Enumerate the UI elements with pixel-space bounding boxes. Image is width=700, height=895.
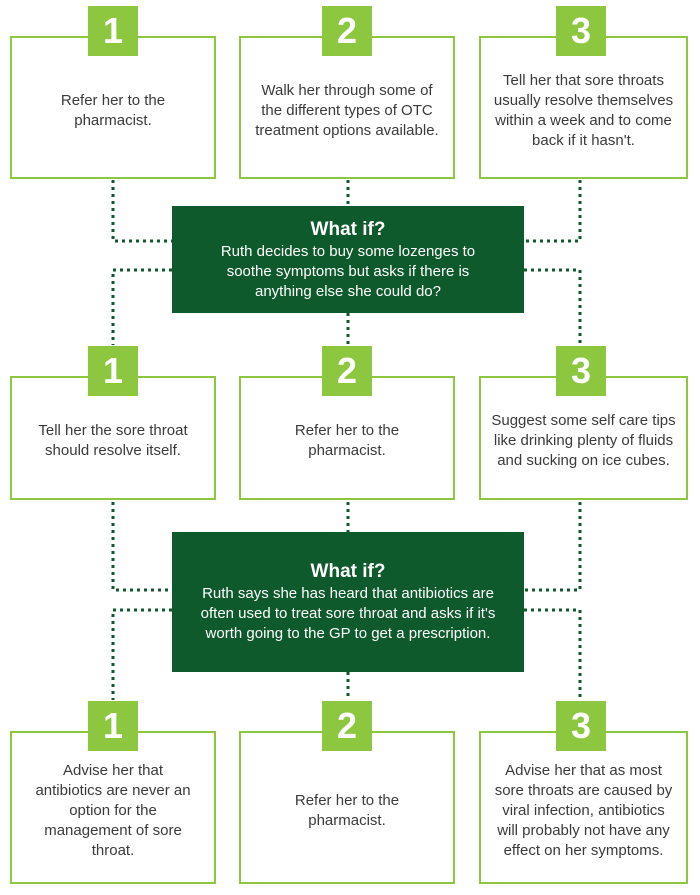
connector (524, 268, 582, 345)
what-if-title: What if? (310, 561, 386, 582)
option-box: Refer her to the pharmacist. (239, 376, 455, 500)
option-number-badge: 3 (556, 346, 606, 396)
option-box: Suggest some self care tips like drinkin… (479, 376, 688, 500)
option-text: Refer her to the pharmacist. (294, 422, 400, 459)
option-box: Refer her to the pharmacist. (239, 731, 455, 884)
option-text: Refer her to the pharmacist. (60, 91, 166, 129)
what-if-title: What if? (310, 218, 386, 240)
connector (524, 502, 582, 592)
option-number-badge: 2 (322, 701, 372, 751)
option-number-badge: 1 (88, 701, 138, 751)
option-text: Refer her to the pharmacist. (294, 791, 400, 829)
connector (111, 608, 172, 700)
option-box: Tell her the sore throat should resolve … (10, 376, 216, 500)
option-text: Tell her that sore throats usually resol… (493, 71, 674, 149)
option-text: Advise her that antibiotics are never an… (35, 761, 191, 859)
option-box: Refer her to the pharmacist. (10, 36, 216, 179)
what-if-text: Ruth decides to buy some lozenges to soo… (220, 242, 476, 300)
option-number-badge: 3 (556, 6, 606, 56)
what-if-box: What if? Ruth decides to buy some lozeng… (172, 206, 524, 313)
connector (111, 180, 172, 243)
what-if-box: What if? Ruth says she has heard that an… (172, 532, 524, 672)
connector (524, 180, 582, 243)
what-if-text: Ruth says she has heard that antibiotics… (200, 585, 496, 642)
option-box: Tell her that sore throats usually resol… (479, 36, 688, 179)
option-text: Tell her the sore throat should resolve … (38, 422, 188, 459)
option-number-badge: 2 (322, 6, 372, 56)
option-text: Walk her through some of the different t… (255, 81, 439, 139)
option-text: Suggest some self care tips like drinkin… (491, 412, 676, 469)
connector (111, 502, 172, 592)
connector (111, 268, 172, 345)
option-number-badge: 2 (322, 346, 372, 396)
connector (524, 608, 582, 700)
option-number-badge: 1 (88, 6, 138, 56)
option-number-badge: 1 (88, 346, 138, 396)
option-text: Advise her that as most sore throats are… (494, 761, 673, 859)
option-box: Advise her that as most sore throats are… (479, 731, 688, 884)
option-box: Walk her through some of the different t… (239, 36, 455, 179)
option-number-badge: 3 (556, 701, 606, 751)
option-box: Advise her that antibiotics are never an… (10, 731, 216, 884)
